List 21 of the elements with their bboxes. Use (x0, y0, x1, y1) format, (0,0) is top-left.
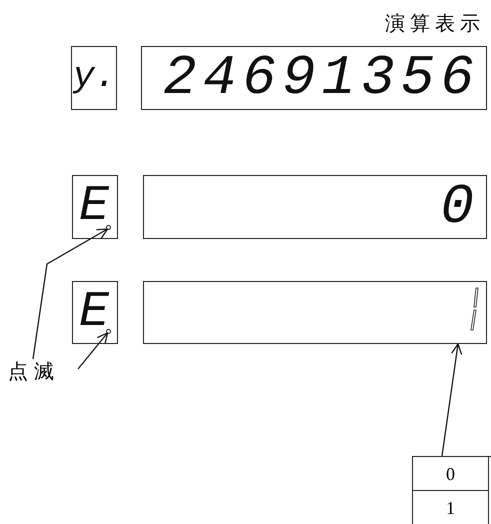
title: 演算表示 (385, 10, 485, 37)
display-digits: y. (73, 59, 116, 95)
table-cell: 0 (413, 457, 489, 491)
digit-window (72, 175, 118, 239)
display-digits: E (79, 288, 110, 338)
display-digits: 0 (440, 179, 480, 235)
digit-display (143, 281, 487, 344)
arrow (78, 332, 108, 370)
digit-window (71, 46, 117, 110)
digit-window (72, 281, 118, 344)
arrow (32, 228, 108, 360)
value-table (412, 456, 491, 524)
table-cell: 1 (413, 491, 489, 524)
digit-display (143, 175, 487, 239)
display-digits: E (79, 182, 110, 232)
decimal-point (106, 329, 111, 334)
decimal-point (106, 225, 111, 230)
digit-display (141, 46, 487, 110)
callout-text: 点滅 (8, 358, 66, 384)
display-digits: 24691356 (163, 50, 480, 106)
arrow (441, 343, 462, 456)
